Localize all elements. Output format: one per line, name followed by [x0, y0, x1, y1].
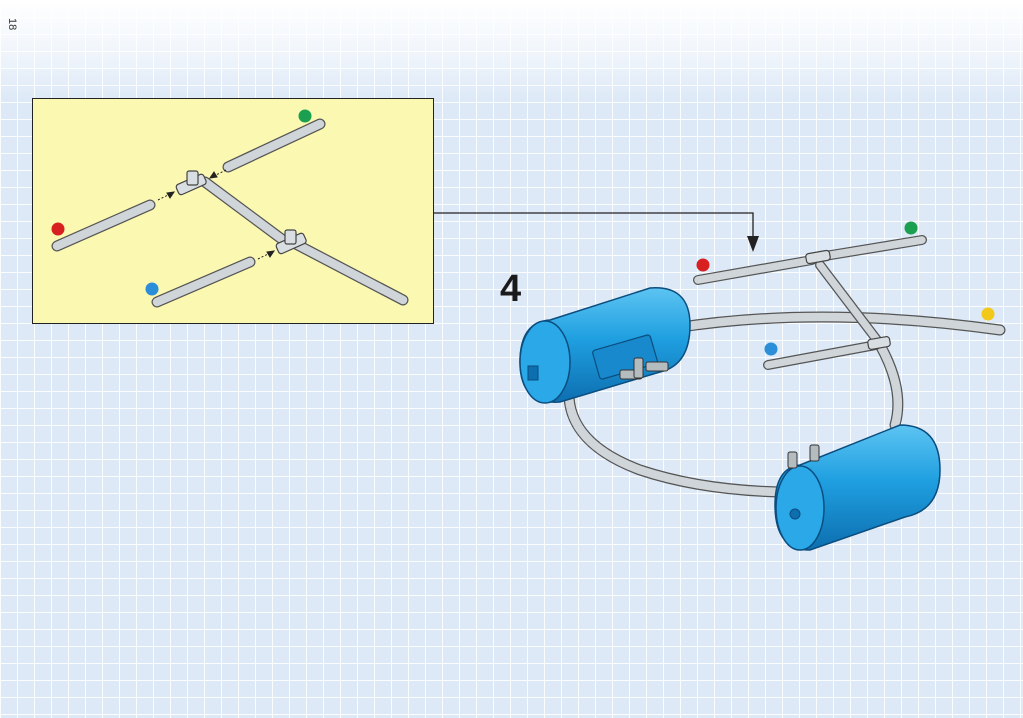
callout-leader-line [434, 212, 759, 252]
green-dot-icon [298, 109, 312, 123]
tank-2-valves [787, 444, 820, 469]
air-tank-2 [774, 424, 941, 551]
main-t-tubes [693, 235, 927, 370]
main-hoses [563, 311, 1006, 498]
main-t-connector-2 [867, 336, 891, 350]
main-t-connector-1 [805, 249, 831, 265]
callout-insert-arrows [157, 169, 276, 260]
green-dot-icon [904, 221, 918, 235]
tank-1-valves [619, 357, 669, 380]
step-number: 4 [500, 268, 522, 310]
red-dot-icon [696, 258, 710, 272]
arrow-down-icon [747, 236, 759, 252]
air-tank-1 [519, 287, 691, 404]
page-top-fade [0, 0, 1023, 100]
blue-dot-icon [764, 342, 778, 356]
yellow-dot-icon [981, 307, 995, 321]
red-dot-icon [51, 222, 65, 236]
callout-tubes [51, 118, 409, 308]
blue-dot-icon [145, 282, 159, 296]
callout-t-connector-1 [175, 170, 207, 196]
callout-t-connector-2 [275, 229, 307, 255]
